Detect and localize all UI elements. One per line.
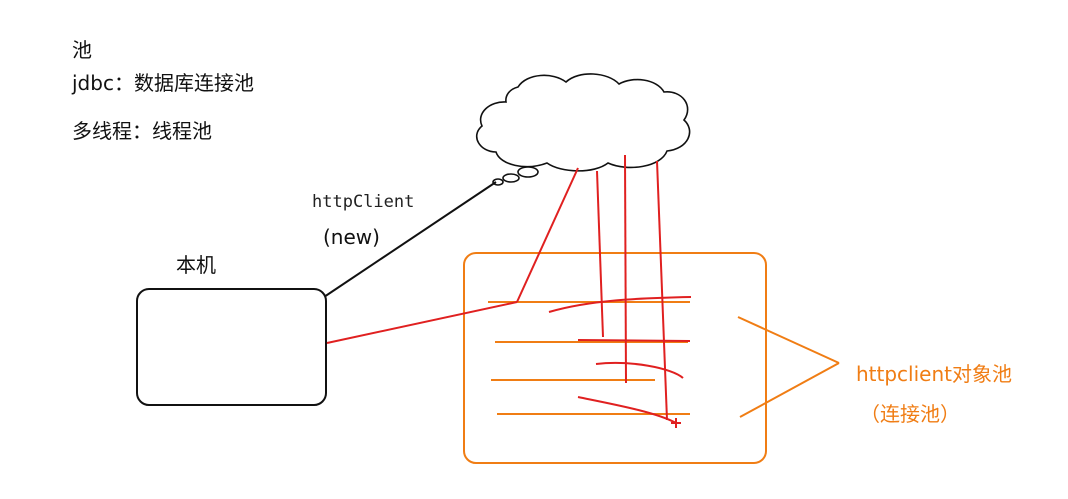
connection-stroke-2 [577, 339, 691, 342]
httpclient-label: httpClient [312, 192, 415, 212]
httpclient-new-label: (new) [323, 225, 380, 249]
machine-to-pool-line [326, 301, 518, 344]
httpclient-connection-line [323, 181, 497, 298]
pool-pointer-lower [739, 362, 840, 418]
cloud-to-pool-line-2 [596, 170, 604, 338]
cloud-icon [476, 73, 691, 186]
local-machine-label: 本机 [176, 253, 216, 277]
pool-pointer-upper [737, 316, 840, 364]
pool-label-pointers [737, 316, 840, 418]
note-pool: 池 [72, 38, 92, 62]
pool-title-label: httpclient对象池 [856, 362, 1012, 386]
connection-stroke-3 [595, 361, 684, 379]
note-jdbc: jdbc：数据库连接池 [72, 71, 254, 95]
local-machine-box [136, 288, 327, 406]
connection-pool-box [463, 252, 767, 464]
connection-stroke-4 [577, 396, 677, 424]
cloud-to-pool-line-3 [624, 154, 627, 384]
note-multithread: 多线程：线程池 [72, 119, 212, 143]
cloud-to-pool-line-4 [656, 160, 668, 421]
cloud-to-pool-line-1 [516, 167, 579, 303]
connection-stroke-1 [548, 296, 692, 313]
pool-subtitle-label: （连接池） [860, 402, 960, 426]
pooled-connections [488, 301, 690, 415]
active-connections [326, 154, 692, 428]
